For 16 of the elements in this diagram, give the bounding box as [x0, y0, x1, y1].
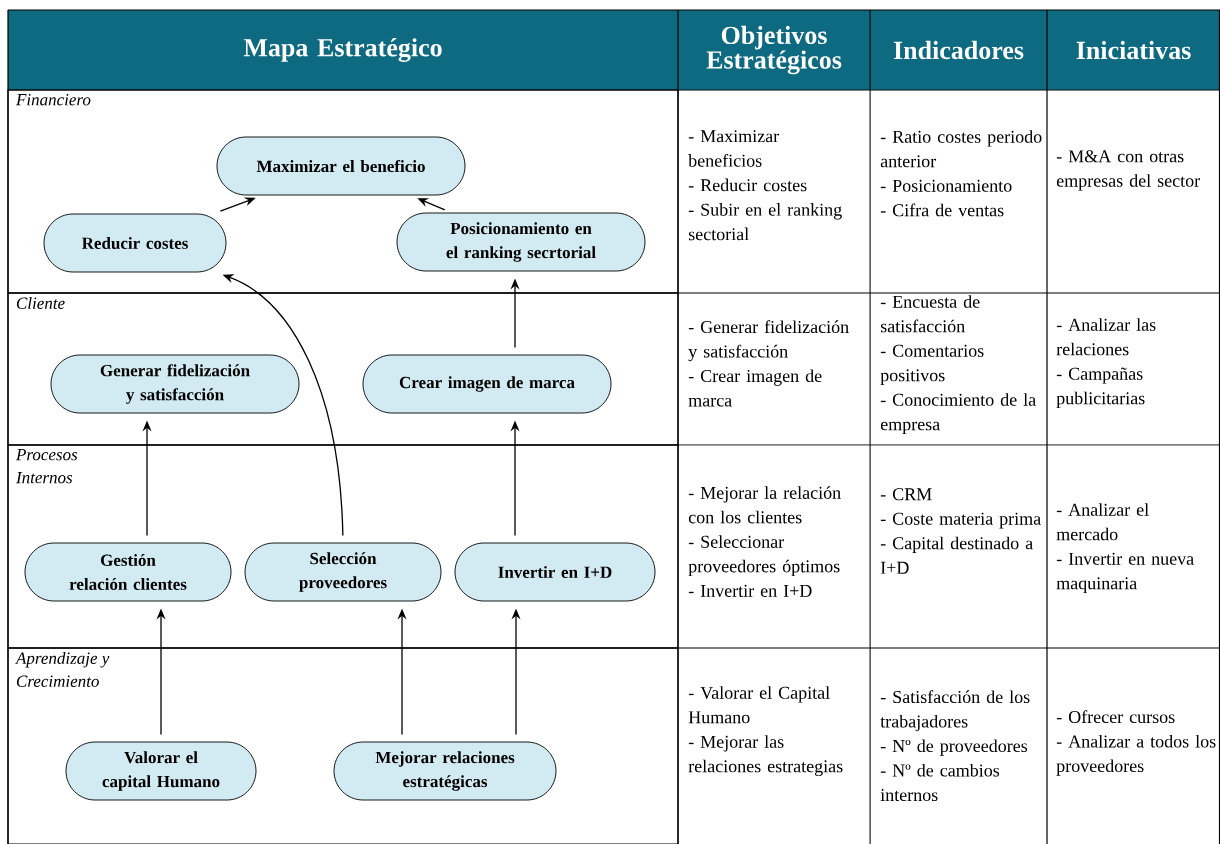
bullet-list: - Mejorar la relación con los clientes - Seleccionar proveedores óptimos - Invertir en I+D [688, 486, 841, 597]
column-header: Objetivos Estratégicos [706, 25, 842, 75]
bullet-list: - Encuesta de satisfacción - Comentarios positivos - Conocimiento de la empresa [880, 295, 1036, 434]
bullet-list: - Analizar las relaciones - Campañas publicitarias [1056, 318, 1156, 408]
column-header: Indicadores [893, 40, 1024, 60]
bullet-list: - M&A con otras empresas del sector [1056, 150, 1200, 191]
bullet-list: - Maximizar beneficios - Reducir costes - Subir en el ranking sectorial [688, 130, 842, 241]
bullet-list: - Generar fidelización y satisfacción - Crear imagen de marca [688, 320, 849, 407]
bullet-list: - Satisfacción de los trabajadores - Nº de proveedores - Nº de cambios internos [880, 690, 1030, 802]
bullet-list: - Ratio costes periodo anterior - Posicionamiento - Cifra de ventas [880, 130, 1042, 217]
column-header: Iniciativas [1076, 40, 1191, 60]
bullet-list: - Valorar el Capital Humano - Mejorar las relaciones estrategias [688, 686, 843, 777]
bullet-list: - Analizar el mercado - Invertir en nueva maquinaria [1056, 503, 1194, 593]
column-header: Mapa Estratégico [243, 38, 442, 62]
bullet-list: - CRM - Coste materia prima - Capital destinado a I+D [880, 488, 1041, 574]
bullet-list: - Ofrecer cursos - Analizar a todos los proveedores [1056, 710, 1216, 776]
